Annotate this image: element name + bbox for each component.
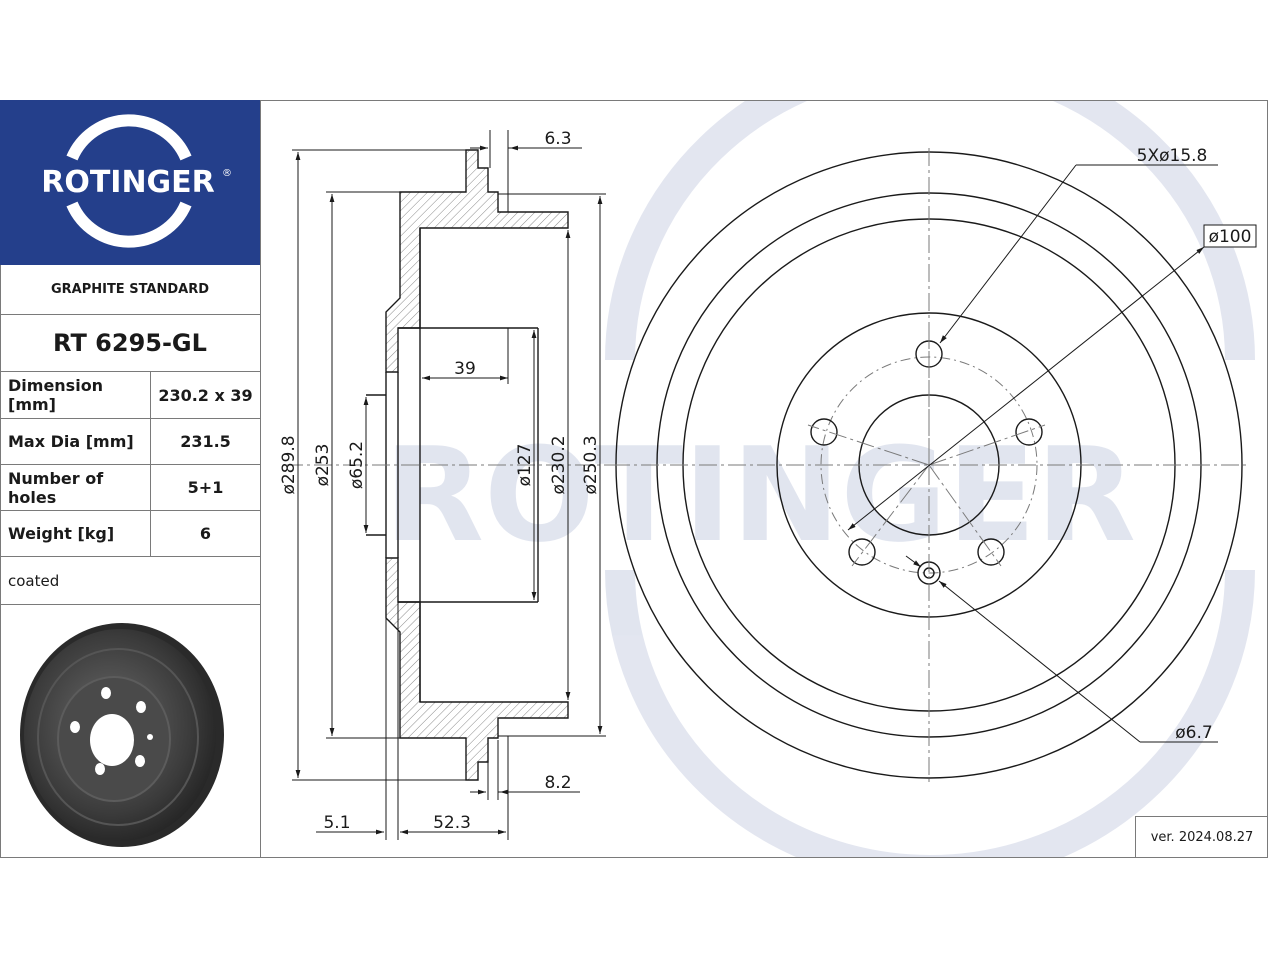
dim-label: 8.2: [544, 773, 571, 793]
rotinger-logo-icon: ROTINGER ®: [41, 114, 232, 248]
dim-label: ø250.3: [581, 435, 601, 494]
dim-label: ø230.2: [549, 435, 569, 494]
dim-label: ø289.8: [279, 435, 299, 494]
dim-label: ø6.7: [1175, 723, 1212, 743]
watermark-text: ROTINGER: [384, 419, 1136, 571]
dim-label: ø65.2: [347, 441, 367, 489]
spec-row: Dimension [mm] 230.2 x 39: [0, 372, 260, 419]
spec-value: 5+1: [187, 478, 224, 497]
spec-label: Dimension [mm]: [0, 372, 151, 418]
dim-label: ø100: [1209, 227, 1252, 247]
spec-label: Number of holes: [0, 465, 151, 510]
drum-product-image: [20, 623, 224, 847]
drawing-frame: [0, 100, 1268, 858]
info-panel: ROTINGER ® GRAPHITE STANDARD RT 6295-GL …: [0, 100, 261, 858]
dim-label: 5.1: [323, 813, 350, 833]
dimension-lines: [292, 130, 606, 840]
leader-lines: [847, 164, 1218, 743]
brand-logo: ROTINGER ®: [0, 100, 260, 265]
spec-label: Weight [kg]: [0, 511, 151, 556]
section-lower: [385, 557, 569, 781]
dim-label: 39: [454, 359, 476, 379]
version-label: ver. 2024.08.27: [1135, 816, 1268, 858]
series-label: GRAPHITE STANDARD: [0, 265, 260, 315]
dim-label: ø127: [515, 444, 535, 487]
registered-mark: ®: [222, 168, 232, 179]
spec-value: 231.5: [180, 432, 231, 451]
section-upper: [385, 149, 569, 373]
dim-label: ø253: [313, 444, 333, 487]
coating-note: coated: [0, 557, 260, 605]
spec-label: Max Dia [mm]: [0, 419, 151, 464]
part-number: RT 6295-GL: [0, 315, 260, 372]
brand-name: ROTINGER: [41, 165, 215, 200]
front-view-labels: 5Xø15.8 ø100 ø6.7: [1137, 146, 1257, 743]
dim-label: 5Xø15.8: [1137, 146, 1208, 166]
spec-value: 6: [199, 524, 212, 543]
spec-value: 230.2 x 39: [158, 385, 253, 405]
spec-row: Weight [kg] 6: [0, 511, 260, 557]
dimension-labels: ø289.8 ø253 ø65.2 ø127 ø230.2 ø250.3 39 …: [279, 129, 601, 833]
pcd-box: [1203, 224, 1257, 248]
spec-row: Number of holes 5+1: [0, 465, 260, 511]
spec-row: Max Dia [mm] 231.5: [0, 419, 260, 465]
dim-label: 52.3: [433, 813, 471, 833]
technical-drawing: ROTINGER: [279, 101, 1257, 857]
dim-label: 6.3: [544, 129, 571, 149]
